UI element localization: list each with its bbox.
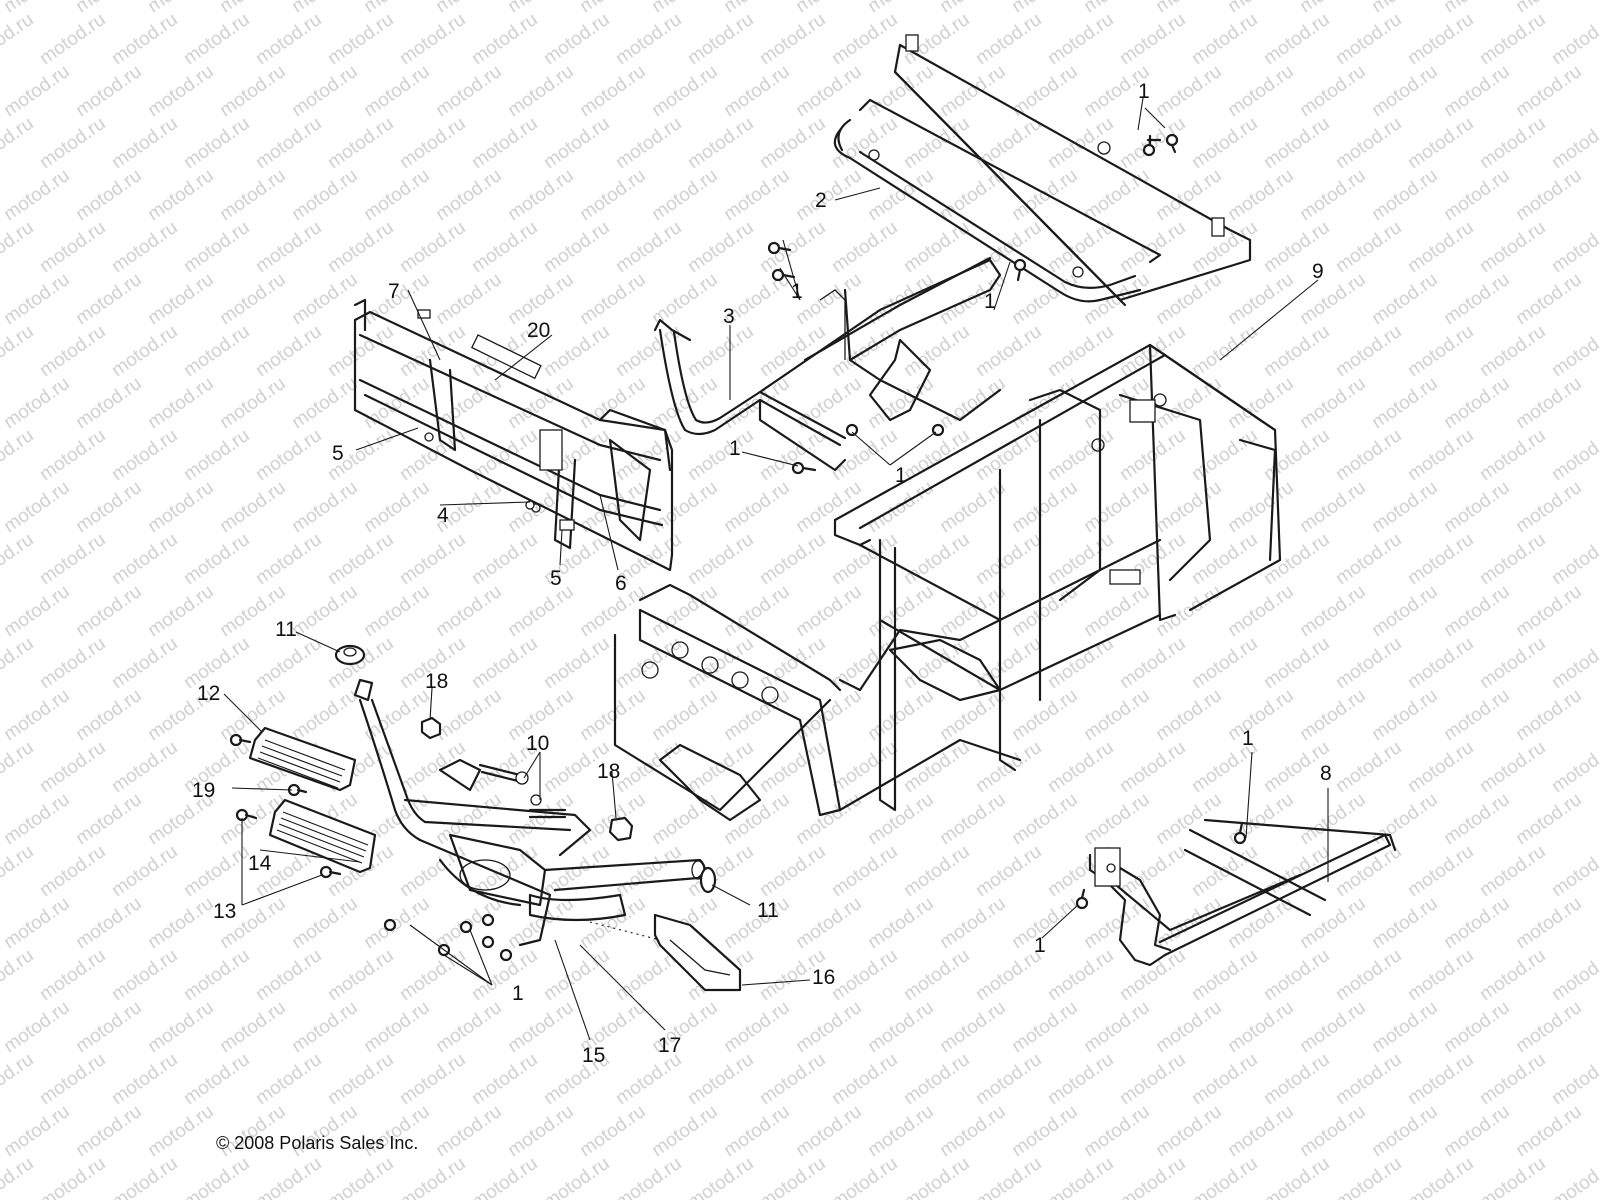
copyright-notice: © 2008 Polaris Sales Inc. [216,1133,419,1153]
callout-4: 4 [437,504,449,527]
callout-7: 7 [388,280,400,303]
callout-1: 1 [729,437,741,460]
callout-12: 12 [197,682,220,705]
callout-1: 1 [791,280,803,303]
callout-2: 2 [815,189,827,212]
part-7-front-subframe [353,298,674,572]
part-15-front-bumper [353,678,706,947]
part-12-upper-grille [248,726,357,792]
fasteners [229,133,1247,962]
callout-18: 18 [597,760,620,783]
callout-1: 1 [1034,934,1046,957]
callout-16: 16 [812,966,835,989]
callout-11: 11 [757,899,779,922]
callout-1: 1 [1242,727,1254,750]
part-8-rear-hitch-frame [1088,818,1397,967]
part-2-rear-rack [833,34,1252,307]
callout-5: 5 [332,442,344,465]
leader-lines [223,97,1329,1041]
part-9-main-chassis [613,343,1282,822]
callout-8: 8 [1320,762,1332,785]
part-14-lower-grille [268,798,377,874]
callout-1: 1 [512,982,524,1005]
callout-14: 14 [248,852,272,875]
callout-17: 17 [658,1034,681,1057]
part-3-cross-member [653,256,1002,472]
callout-numbers: 1 2 1 1 3 9 7 20 5 4 5 6 1 1 11 18 12 10… [192,80,1332,1067]
callout-9: 9 [1312,260,1324,283]
callout-10: 10 [526,732,549,755]
part-16-skid-plate [653,913,742,992]
callout-11: 11 [275,618,297,641]
callout-1: 1 [895,464,907,487]
callout-3: 3 [723,305,735,328]
callout-5: 5 [550,567,562,590]
callout-19: 19 [192,779,215,802]
callout-13: 13 [213,900,236,923]
callout-1: 1 [1138,80,1150,103]
callout-15: 15 [582,1044,605,1067]
callout-18: 18 [425,670,448,693]
callout-6: 6 [615,572,627,595]
callout-1: 1 [984,290,996,313]
callout-20: 20 [527,319,550,342]
